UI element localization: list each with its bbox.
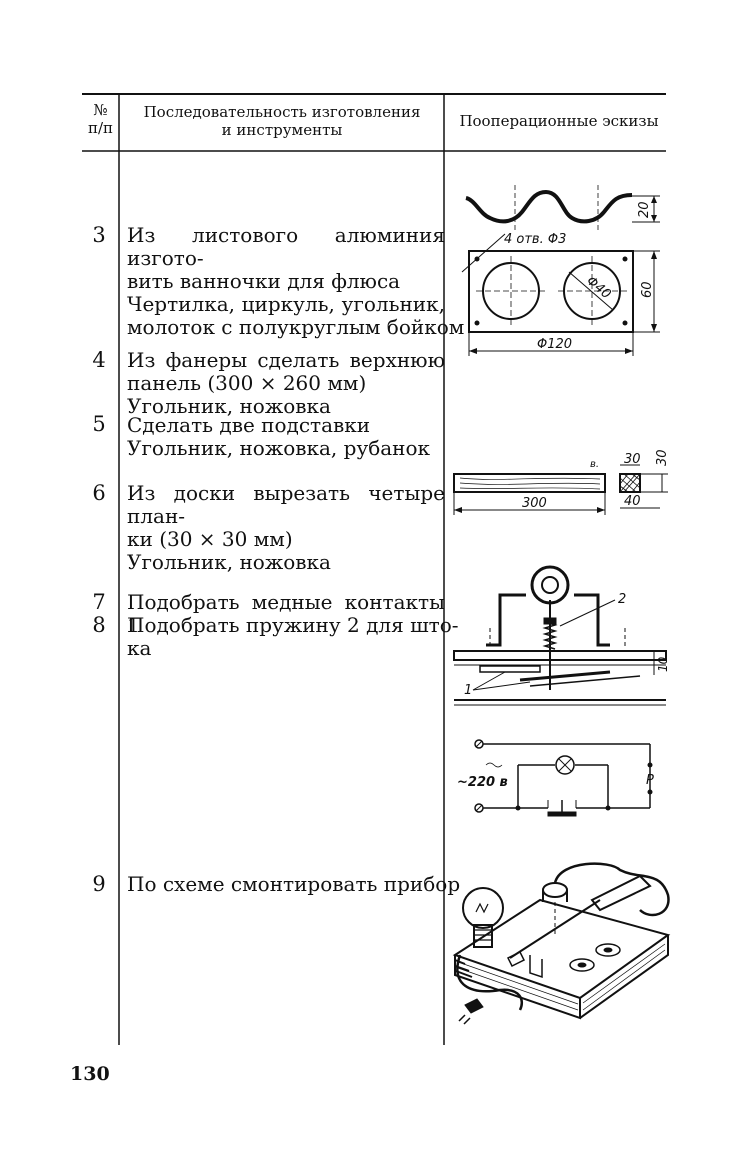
page-number: 130 (70, 1063, 110, 1085)
plank-dim-section-top: 30 (624, 452, 641, 467)
plank-dim-section-bottom: 40 (624, 494, 641, 509)
row-number: 8 (92, 613, 106, 637)
row-text: Из доски вырезать четыре план- ки (30 × … (127, 482, 445, 574)
row-line: Чертилка, циркуль, угольник, (127, 292, 445, 316)
row-text: Из листового алюминия изгото- вить ванно… (127, 223, 465, 339)
tray-dim-length: Φ120 (537, 337, 572, 352)
plank-dim-section-side: 30 (655, 449, 670, 466)
contacts-label-contacts: 1 (464, 683, 472, 698)
header-num-line1: № (93, 101, 108, 119)
row-line: Из листового алюминия изгото- (127, 223, 445, 270)
header-num-line2: п/п (87, 119, 114, 137)
row-line: Угольник, ножовка (127, 550, 331, 574)
header-seq-line1: Последовательность изготовления (143, 103, 421, 121)
row-line: вить ванночки для флюса (127, 269, 401, 293)
tray-dim-holes: 4 отв. Φ3 (504, 232, 566, 247)
row-number: 6 (92, 481, 106, 505)
row-text: Сделать две подставки Угольник, ножовка,… (127, 414, 445, 460)
header-seq-line2: и инструменты (221, 121, 343, 139)
header-num: № п/п (82, 101, 119, 137)
plank-dim-length: 300 (522, 496, 547, 511)
row-number: 9 (92, 872, 106, 896)
row-line: молоток с полукруглым бойком (127, 315, 465, 339)
circuit-voltage: ~220 в (457, 775, 508, 790)
row-text: Из фанеры сделать верхнюю панель (300 × … (127, 349, 445, 418)
row-text: Подобрать медные контакты 1 (127, 591, 445, 637)
row-number: 4 (92, 348, 106, 372)
tray-dim-width-side: 60 (640, 281, 655, 298)
row-number: 3 (92, 223, 106, 247)
row-line: ки (30 × 30 мм) (127, 527, 293, 551)
row-line: Подобрать пружину 2 для што- (127, 613, 459, 637)
tray-dim-height: 20 (637, 201, 652, 218)
row-number: 7 (92, 590, 106, 614)
row-text: Подобрать пружину 2 для што- ка (127, 613, 459, 660)
contacts-label-spring: 2 (618, 592, 626, 607)
circuit-label-p: P (646, 773, 654, 788)
row-line: Угольник, ножовка (127, 394, 331, 418)
row-line: панель (300 × 260 мм) (127, 371, 367, 395)
row-line: Угольник, ножовка, рубанок (127, 436, 431, 460)
contacts-dim-thickness: 10 (656, 656, 670, 672)
row-line: ка (127, 636, 152, 660)
row-text: По схеме смонтировать прибор (127, 872, 461, 896)
row-line: По схеме смонтировать прибор (127, 872, 461, 896)
row-number: 5 (92, 412, 106, 436)
row-line: Из фанеры сделать верхнюю (127, 348, 445, 372)
row-line: Подобрать медные контакты 1 (127, 590, 445, 637)
header-sketches: Пооперационные эскизы (459, 112, 659, 130)
header-sequence: Последовательность изготовления и инстру… (122, 103, 442, 139)
row-line: Сделать две подставки (127, 413, 371, 437)
row-line: Из доски вырезать четыре план- (127, 481, 445, 528)
plank-mark: в. (590, 459, 599, 470)
